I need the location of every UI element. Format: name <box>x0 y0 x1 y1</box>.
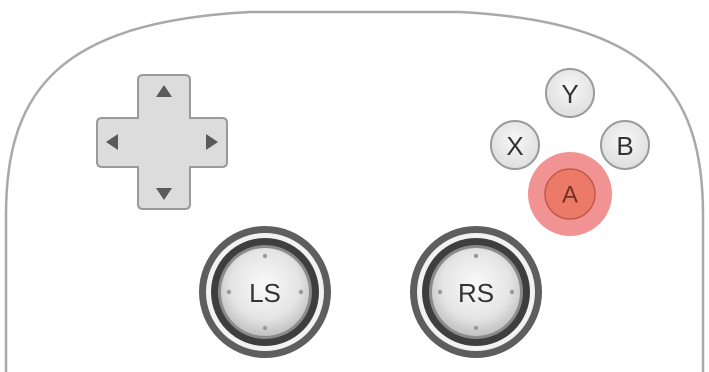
dpad-up-icon[interactable] <box>156 85 172 97</box>
face-button-x-label: X <box>506 131 523 161</box>
right-stick-dot-down <box>473 325 479 331</box>
face-button-a-label: A <box>562 182 578 209</box>
right-stick[interactable]: RS <box>410 226 542 358</box>
dpad-cross <box>96 74 228 210</box>
dpad[interactable] <box>96 74 228 210</box>
left-stick-dot-down <box>262 325 268 331</box>
dpad-left-icon[interactable] <box>106 134 118 150</box>
face-button-b[interactable]: B <box>600 120 650 170</box>
dpad-right-icon[interactable] <box>206 134 218 150</box>
left-stick-dot-left <box>226 289 232 295</box>
right-stick-dot-left <box>437 289 443 295</box>
left-stick-dot-right <box>298 289 304 295</box>
face-button-b-label: B <box>616 131 633 161</box>
left-stick[interactable]: LS <box>199 226 331 358</box>
dpad-down-icon[interactable] <box>156 188 172 200</box>
right-stick-dot-right <box>509 289 515 295</box>
controller-body-outline <box>4 10 705 372</box>
face-button-y-label: Y <box>561 79 578 109</box>
face-button-a[interactable]: A <box>528 152 612 236</box>
left-stick-label: LS <box>249 278 281 308</box>
face-button-y[interactable]: Y <box>545 68 595 118</box>
left-stick-dot-up <box>262 253 268 259</box>
face-button-x[interactable]: X <box>490 120 540 170</box>
right-stick-label: RS <box>458 278 494 308</box>
right-stick-dot-up <box>473 253 479 259</box>
